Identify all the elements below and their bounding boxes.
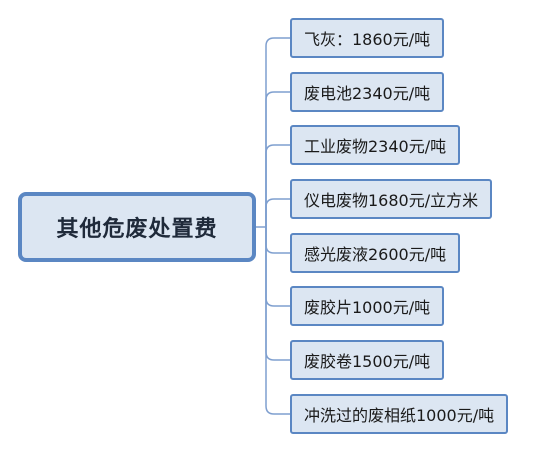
branch-topic-label: 仪电废物1680元/立方米 xyxy=(304,191,479,210)
branch-topic-waste-battery[interactable]: 废电池2340元/吨 xyxy=(290,72,445,112)
branch-topic-waste-photo-paper[interactable]: 冲洗过的废相纸1000元/吨 xyxy=(290,394,509,434)
branch-topic-label: 废胶卷1500元/吨 xyxy=(304,352,431,371)
root-topic[interactable]: 其他危废处置费 xyxy=(18,192,256,262)
branch-topic-waste-film-roll[interactable]: 废胶卷1500元/吨 xyxy=(290,340,445,380)
branch-connector-6 xyxy=(265,227,290,307)
branch-connector-5 xyxy=(265,227,290,254)
branch-connector-7 xyxy=(265,227,290,361)
branch-topic-fly-ash[interactable]: 飞灰：1860元/吨 xyxy=(290,18,445,58)
branch-topic-label: 工业废物2340元/吨 xyxy=(304,137,447,156)
branch-topic-waste-film-sheet[interactable]: 废胶片1000元/吨 xyxy=(290,286,445,326)
branch-connector-8 xyxy=(265,227,290,415)
branch-connector-4 xyxy=(265,198,290,227)
branch-topic-instrument-electrical-waste[interactable]: 仪电废物1680元/立方米 xyxy=(290,179,493,219)
branch-connector-2 xyxy=(265,91,290,227)
branch-connector-1 xyxy=(265,37,290,227)
branch-topic-label: 飞灰：1860元/吨 xyxy=(304,30,431,49)
branch-connector-3 xyxy=(265,144,290,227)
branch-topic-photosensitive-waste-liquid[interactable]: 感光废液2600元/吨 xyxy=(290,233,461,273)
branch-topic-label: 冲洗过的废相纸1000元/吨 xyxy=(304,406,495,425)
root-topic-label: 其他危废处置费 xyxy=(56,217,218,242)
branch-topic-label: 废胶片1000元/吨 xyxy=(304,298,431,317)
branch-topic-label: 废电池2340元/吨 xyxy=(304,84,431,103)
branch-topic-label: 感光废液2600元/吨 xyxy=(304,245,447,264)
branch-topic-industrial-waste[interactable]: 工业废物2340元/吨 xyxy=(290,125,461,165)
